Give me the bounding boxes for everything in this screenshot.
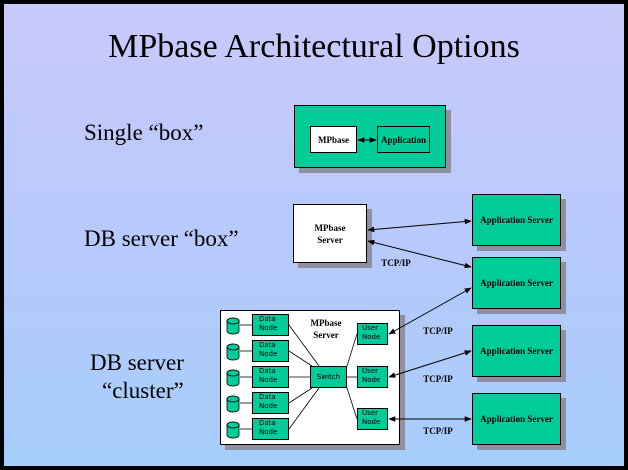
tcpip-label-cluster-2: TCP/IP — [423, 374, 453, 384]
user-node-3-line1: User — [362, 409, 378, 417]
option-label-db-server-cluster-line2: “cluster” — [102, 378, 184, 403]
user-node-2-line1: User — [362, 367, 378, 375]
option-label-single-box: Single “box” — [84, 120, 204, 145]
option-label-db-server-cluster-line1: DB server — [90, 350, 184, 375]
user-node-2-line2: Node — [362, 376, 381, 384]
data-node-5-line1: Data — [259, 419, 276, 427]
single-box-mpbase: MPbase — [310, 126, 357, 153]
switch-node: Switch — [310, 366, 347, 388]
user-node-1-line2: Node — [362, 333, 381, 341]
db-server-box-label-line1: MPbase — [314, 222, 346, 233]
db-server-box-label-line2: Server — [317, 234, 343, 245]
db-server-box-mpbase-server: MPbase Server — [293, 204, 367, 263]
cluster-server-label-line1: MPbase — [310, 318, 342, 328]
option-label-db-server-box: DB server “box” — [84, 226, 239, 251]
data-node-3-line2: Node — [259, 376, 278, 384]
cluster-server-label: MPbase Server — [303, 316, 349, 342]
data-node-4-line1: Data — [259, 393, 276, 401]
app-server-2-label: Application Server — [480, 278, 553, 288]
data-node-4-line2: Node — [259, 402, 278, 410]
user-node-1-line1: User — [362, 324, 378, 332]
data-node-2-line2: Node — [259, 350, 278, 358]
user-node-3-line2: Node — [362, 418, 381, 426]
tcpip-label-cluster-3: TCP/IP — [423, 426, 453, 436]
data-node-2-line1: Data — [259, 341, 276, 349]
app-server-4: Application Server — [472, 393, 561, 445]
tcpip-label-db-box: TCP/IP — [381, 258, 411, 268]
app-server-4-label: Application Server — [480, 414, 553, 424]
switch-label: Switch — [316, 373, 341, 381]
app-server-3-label: Application Server — [480, 346, 553, 356]
single-box-mpbase-label: MPbase — [318, 134, 349, 145]
app-server-3: Application Server — [472, 325, 561, 377]
tcpip-label-cluster-1: TCP/IP — [423, 326, 453, 336]
slide-title: MPbase Architectural Options — [108, 28, 520, 65]
data-node-1-line1: Data — [259, 315, 276, 323]
app-server-2: Application Server — [472, 257, 561, 309]
app-server-1: Application Server — [472, 194, 561, 246]
single-box-application-label: Application — [380, 134, 426, 145]
single-box-application: Application — [377, 126, 430, 153]
data-node-5-line2: Node — [259, 428, 278, 436]
data-node-3-line1: Data — [259, 367, 276, 375]
data-node-1-line2: Node — [259, 324, 278, 332]
cluster-server-label-line2: Server — [313, 330, 339, 340]
app-server-1-label: Application Server — [480, 215, 553, 225]
